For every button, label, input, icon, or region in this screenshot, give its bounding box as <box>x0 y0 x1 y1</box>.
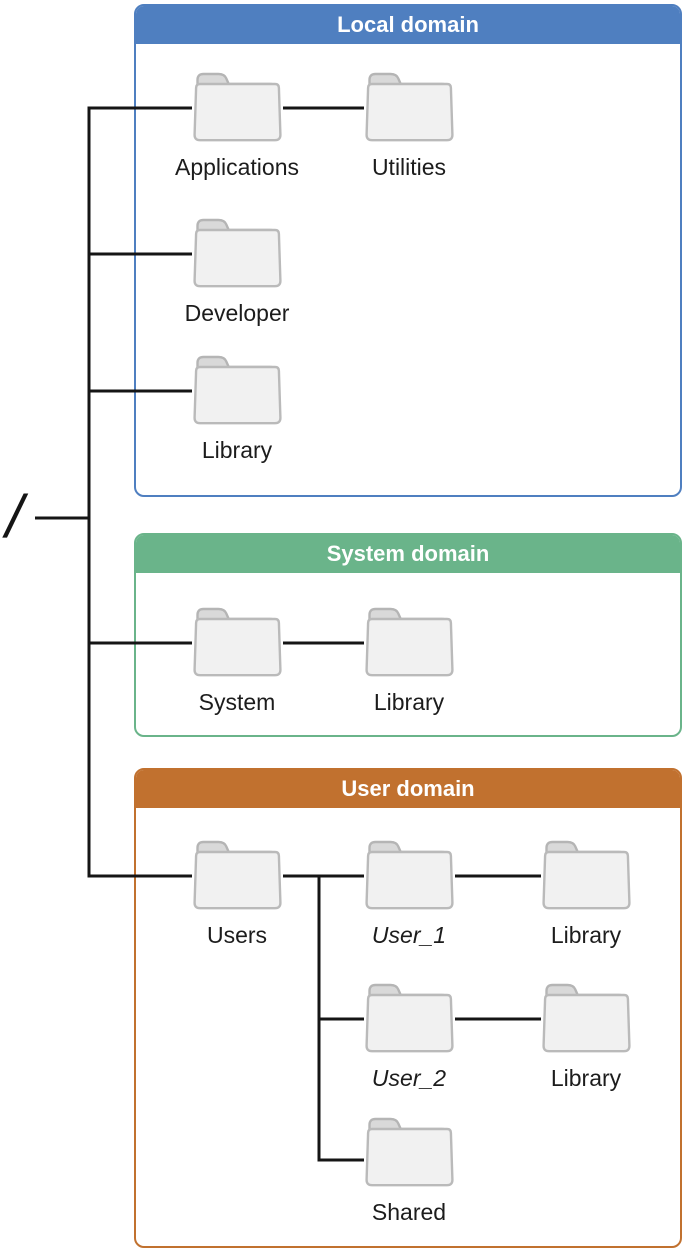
folder-label-utilities: Utilities <box>371 154 447 180</box>
user-domain-title: User domain <box>341 776 475 801</box>
folder-library-user-2: Library <box>501 983 671 1091</box>
folder-label-developer: Developer <box>184 300 290 326</box>
folder-icon <box>364 607 454 677</box>
local-domain-title: Local domain <box>337 12 479 37</box>
folder-icon <box>192 840 282 910</box>
folder-library-system: Library <box>324 607 494 715</box>
folder-icon <box>192 607 282 677</box>
system-domain-title: System domain <box>326 541 490 566</box>
folder-utilities: Utilities <box>324 72 494 180</box>
local-domain-header: Local domain <box>136 6 680 44</box>
folder-applications: Applications <box>152 72 322 180</box>
folder-label-shared: Shared <box>371 1199 447 1225</box>
folder-label-library-local: Library <box>201 437 273 463</box>
folder-system: System <box>152 607 322 715</box>
system-domain-header: System domain <box>136 535 680 573</box>
folder-icon <box>364 72 454 142</box>
folder-library-local: Library <box>152 355 322 463</box>
folder-label-library-system: Library <box>373 689 445 715</box>
folder-label-applications: Applications <box>174 154 300 180</box>
folder-icon <box>192 72 282 142</box>
folder-label-system: System <box>198 689 276 715</box>
folder-user-2: User_2 <box>324 983 494 1091</box>
folder-developer: Developer <box>152 218 322 326</box>
folder-label-users: Users <box>206 922 268 948</box>
folder-label-library-user-2: Library <box>550 1065 622 1091</box>
folder-icon <box>192 218 282 288</box>
folder-label-library-user-1: Library <box>550 922 622 948</box>
folder-users: Users <box>152 840 322 948</box>
folder-icon <box>364 983 454 1053</box>
folder-icon <box>192 355 282 425</box>
folder-user-1: User_1 <box>324 840 494 948</box>
folder-shared: Shared <box>324 1117 494 1225</box>
folder-icon <box>541 840 631 910</box>
folder-icon <box>364 840 454 910</box>
folder-icon <box>364 1117 454 1187</box>
folder-icon <box>541 983 631 1053</box>
folder-label-user-2: User_2 <box>371 1065 447 1091</box>
folder-library-user-1: Library <box>501 840 671 948</box>
user-domain-header: User domain <box>136 770 680 808</box>
folder-label-user-1: User_1 <box>371 922 447 948</box>
